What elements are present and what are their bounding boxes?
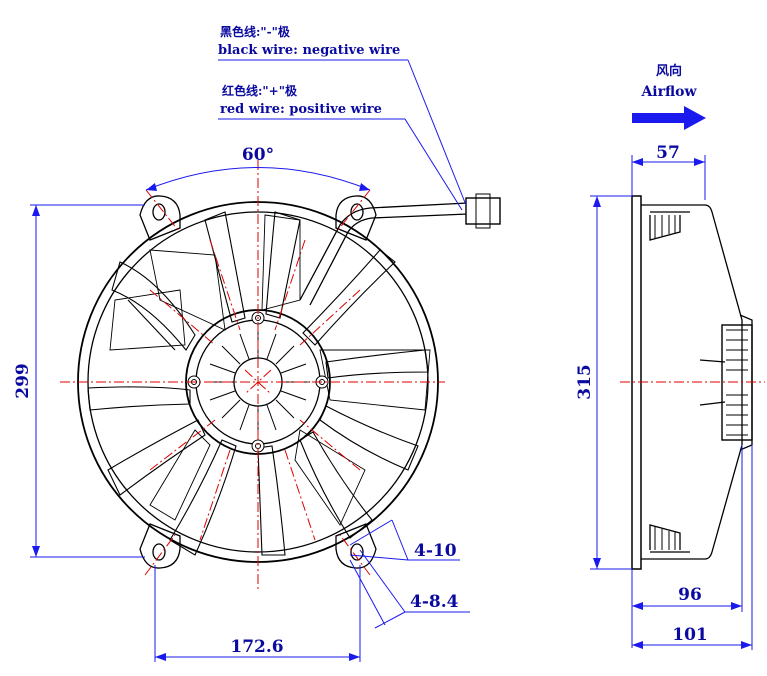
red-wire-en: red wire: positive wire — [220, 102, 382, 117]
height-side-label: 315 — [575, 364, 595, 400]
side-view: 风向 Airflow — [575, 63, 765, 650]
connector — [465, 197, 501, 225]
dim-315: 315 — [575, 195, 632, 570]
side-96-label: 96 — [678, 585, 702, 605]
mount-ear-top-left — [139, 195, 181, 241]
black-wire-en: black wire: negative wire — [218, 43, 400, 58]
hole-spacing-label: 172.6 — [230, 637, 283, 657]
mount-ear-top-right — [335, 195, 377, 241]
height-front-label: 299 — [13, 363, 33, 399]
front-centerlines — [60, 160, 445, 590]
side-101-label: 101 — [672, 625, 708, 645]
holes-a-label: 4-10 — [414, 541, 457, 561]
angle-arc — [145, 167, 371, 191]
airflow-cn: 风向 — [656, 63, 682, 79]
holes-b-label: 4-8.4 — [410, 592, 459, 612]
angle-label: 60° — [242, 145, 274, 165]
fan-blades — [87, 211, 429, 556]
front-view: 60° 299 172.6 4-10 — [13, 24, 501, 662]
wire-labels: 黑色线:"-"极 black wire: negative wire 红色线:"… — [218, 24, 467, 211]
airflow-en: Airflow — [640, 84, 697, 100]
dim-299: 299 — [13, 204, 145, 558]
cable-and-connector — [299, 193, 501, 306]
black-wire-cn: 黑色线:"-"极 — [220, 24, 291, 39]
mount-ear-bottom-right — [335, 523, 377, 569]
airflow-arrow-icon — [632, 106, 706, 130]
red-wire-cn: 红色线:"+"极 — [222, 83, 298, 98]
side-outline — [631, 195, 753, 570]
dim-172-6: 172.6 — [154, 565, 361, 662]
mount-ear-bottom-left — [139, 523, 181, 569]
hole-leaders: 4-10 4-8.4 — [349, 519, 470, 629]
dim-96: 96 — [631, 445, 743, 648]
dim-57: 57 — [631, 143, 706, 200]
dim-101: 101 — [632, 445, 753, 650]
side-top-label: 57 — [656, 143, 680, 163]
